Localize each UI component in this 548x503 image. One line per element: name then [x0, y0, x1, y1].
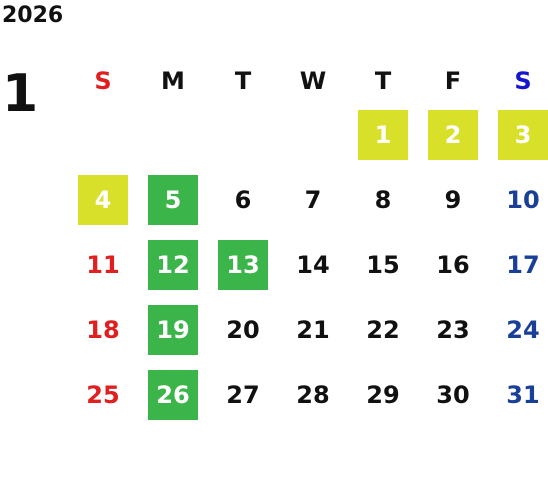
day-cell-8[interactable]: 8 [348, 167, 418, 232]
calendar-grid: S M T W T F S 1 2 3 4 5 6 7 8 9 10 11 12… [68, 60, 548, 450]
day-number: 5 [164, 185, 182, 214]
day-cell-31[interactable]: 31 [488, 362, 548, 427]
weekday-fri: F [444, 67, 462, 95]
weekday-mon: M [161, 67, 185, 95]
day-cell-20[interactable]: 20 [208, 297, 278, 362]
day-number: 22 [366, 315, 400, 344]
day-number: 21 [296, 315, 330, 344]
day-cell-27[interactable]: 27 [208, 362, 278, 427]
day-number: 18 [86, 315, 120, 344]
day-cell-25[interactable]: 25 [68, 362, 138, 427]
day-cell-14[interactable]: 14 [278, 232, 348, 297]
day-number: 24 [506, 315, 540, 344]
day-number: 7 [304, 185, 322, 214]
day-number: 12 [156, 250, 190, 279]
weekday-sat: S [514, 67, 532, 95]
year-label: 2026 [2, 3, 64, 28]
day-number: 8 [374, 185, 392, 214]
day-number: 19 [156, 315, 190, 344]
day-cell-13[interactable]: 13 [208, 232, 278, 297]
day-cell-2[interactable]: 2 [418, 102, 488, 167]
day-number: 17 [506, 250, 540, 279]
day-cell-1[interactable]: 1 [348, 102, 418, 167]
weekday-wed: W [299, 67, 327, 95]
day-cell-23[interactable]: 23 [418, 297, 488, 362]
day-number: 3 [514, 120, 532, 149]
weekday-sun: S [94, 67, 112, 95]
day-cell-30[interactable]: 30 [418, 362, 488, 427]
day-number: 11 [86, 250, 120, 279]
empty-cell [208, 102, 278, 167]
day-number: 2 [444, 120, 462, 149]
day-cell-6[interactable]: 6 [208, 167, 278, 232]
day-number: 14 [296, 250, 330, 279]
day-number: 23 [436, 315, 470, 344]
day-number: 1 [374, 120, 392, 149]
day-cell-7[interactable]: 7 [278, 167, 348, 232]
month-label: 1 [2, 64, 39, 124]
day-number: 4 [94, 185, 112, 214]
empty-cell [278, 102, 348, 167]
day-cell-28[interactable]: 28 [278, 362, 348, 427]
weekday-tue: T [234, 67, 252, 95]
day-number: 27 [226, 380, 260, 409]
day-number: 9 [444, 185, 462, 214]
day-number: 26 [156, 380, 190, 409]
day-cell-12[interactable]: 12 [138, 232, 208, 297]
day-number: 25 [86, 380, 120, 409]
day-cell-16[interactable]: 16 [418, 232, 488, 297]
day-number: 6 [234, 185, 252, 214]
day-number: 28 [296, 380, 330, 409]
day-number: 13 [226, 250, 260, 279]
day-number: 20 [226, 315, 260, 344]
day-cell-5[interactable]: 5 [138, 167, 208, 232]
day-number: 15 [366, 250, 400, 279]
day-cell-24[interactable]: 24 [488, 297, 548, 362]
day-cell-3[interactable]: 3 [488, 102, 548, 167]
day-number: 29 [366, 380, 400, 409]
day-number: 10 [506, 185, 540, 214]
day-cell-15[interactable]: 15 [348, 232, 418, 297]
day-cell-11[interactable]: 11 [68, 232, 138, 297]
day-cell-26[interactable]: 26 [138, 362, 208, 427]
empty-cell [138, 102, 208, 167]
empty-cell [68, 102, 138, 167]
day-cell-18[interactable]: 18 [68, 297, 138, 362]
day-number: 31 [506, 380, 540, 409]
day-cell-4[interactable]: 4 [68, 167, 138, 232]
day-number: 16 [436, 250, 470, 279]
weekday-thu: T [374, 67, 392, 95]
day-cell-22[interactable]: 22 [348, 297, 418, 362]
day-number: 30 [436, 380, 470, 409]
day-cell-19[interactable]: 19 [138, 297, 208, 362]
day-cell-10[interactable]: 10 [488, 167, 548, 232]
day-cell-17[interactable]: 17 [488, 232, 548, 297]
day-cell-29[interactable]: 29 [348, 362, 418, 427]
day-cell-9[interactable]: 9 [418, 167, 488, 232]
day-cell-21[interactable]: 21 [278, 297, 348, 362]
